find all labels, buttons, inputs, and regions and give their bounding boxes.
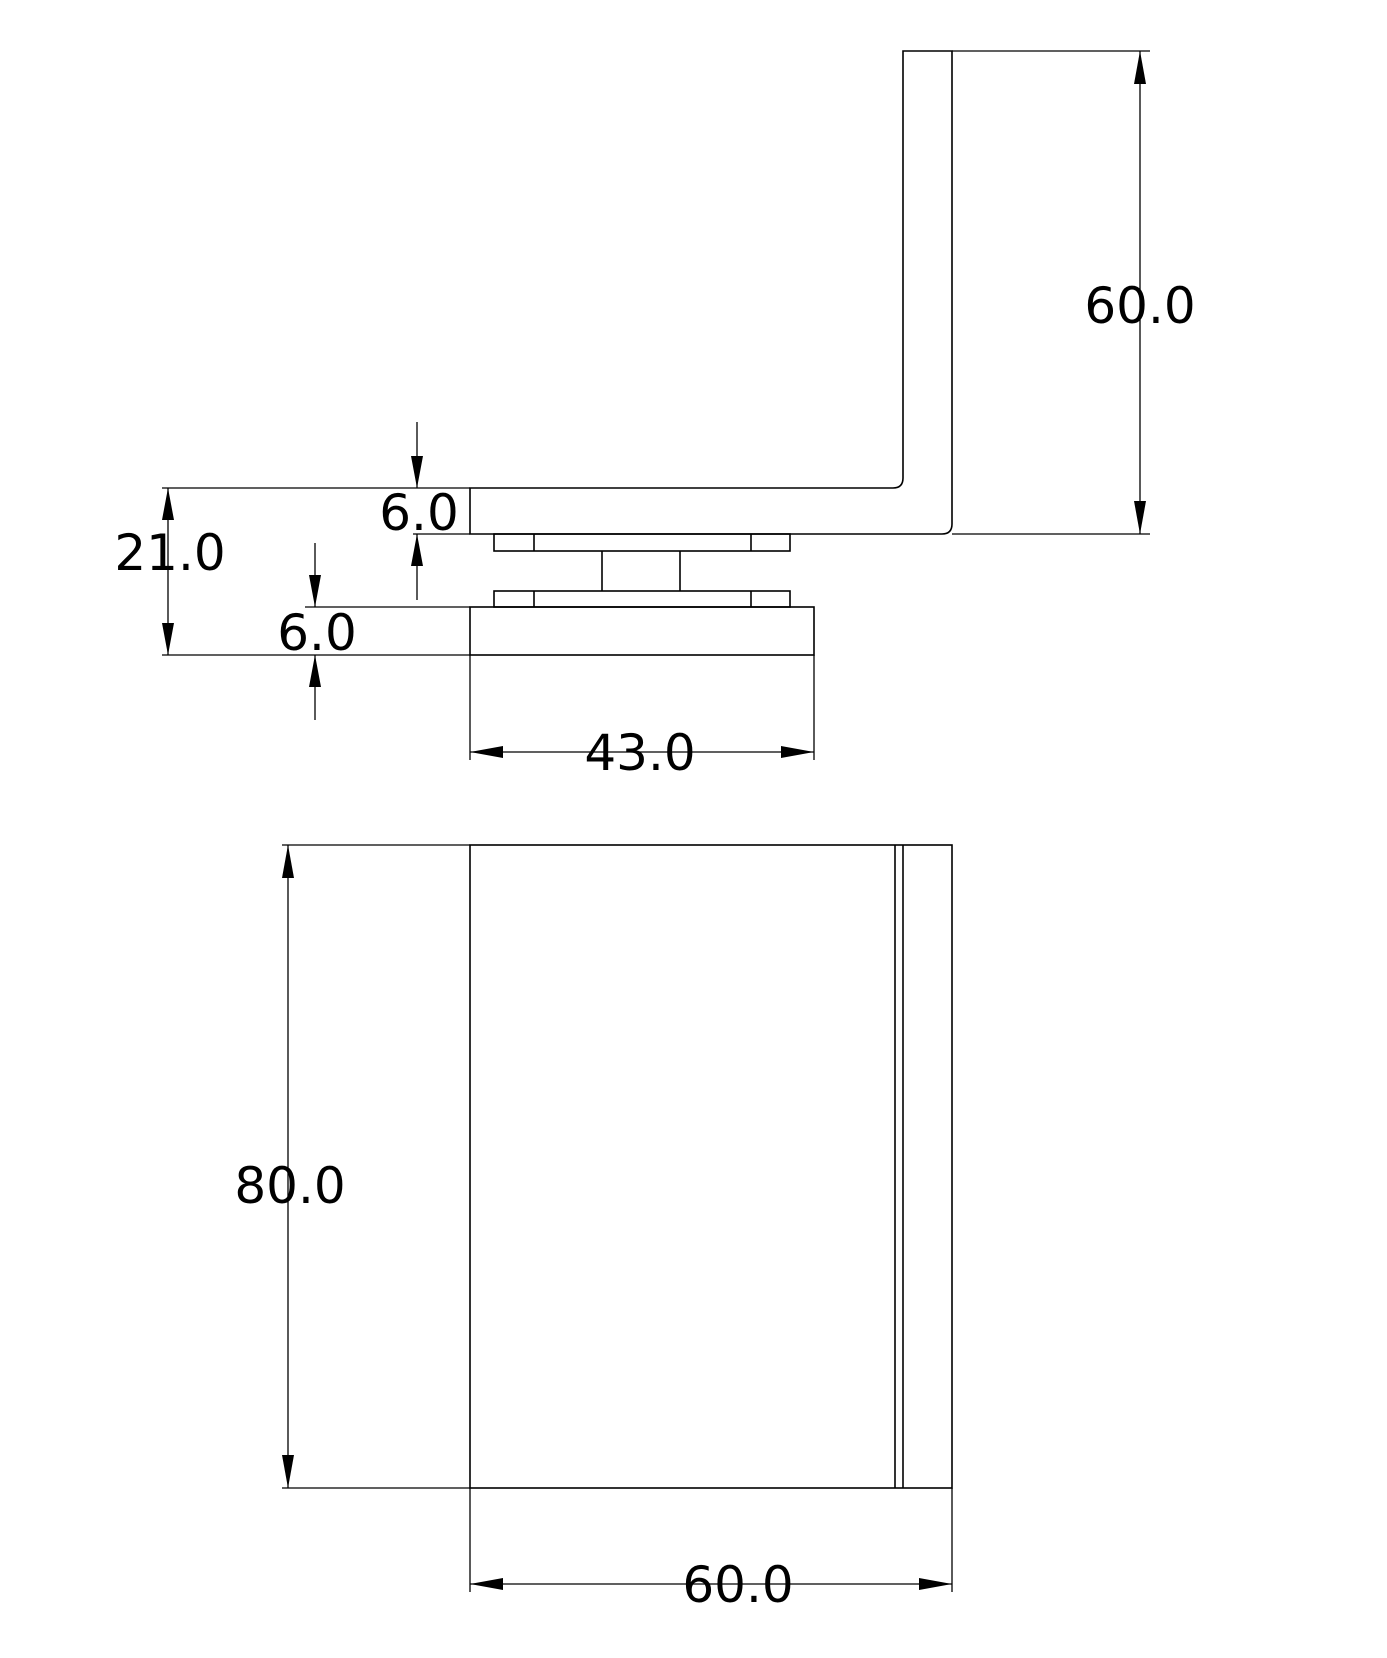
dim-top-plate-label: 6.0	[379, 484, 459, 542]
dim-body-width-label: 60.0	[682, 1556, 793, 1614]
bracket-outline	[469, 50, 953, 535]
side-view	[469, 50, 953, 656]
dim-flange-height-label: 60.0	[1084, 277, 1195, 335]
dim-base-width-label: 43.0	[584, 724, 695, 782]
dim-overall-height: 21.0	[114, 487, 470, 656]
dim-body-height: 80.0	[234, 844, 470, 1489]
dim-base-width: 43.0	[469, 655, 815, 782]
dim-overall-height-label: 21.0	[114, 524, 225, 582]
lower-pad	[493, 590, 791, 608]
front-view	[469, 844, 953, 1489]
dim-body-width: 60.0	[469, 1488, 953, 1614]
dim-base-thickness: 6.0	[277, 543, 470, 720]
base-plate	[469, 606, 815, 656]
body-outline	[469, 844, 953, 1489]
dim-base-thickness-label: 6.0	[277, 604, 357, 662]
dim-flange-height: 60.0	[952, 50, 1196, 535]
dim-top-plate: 6.0	[379, 422, 470, 600]
dim-body-height-label: 80.0	[234, 1157, 345, 1215]
upper-pad	[493, 533, 791, 552]
